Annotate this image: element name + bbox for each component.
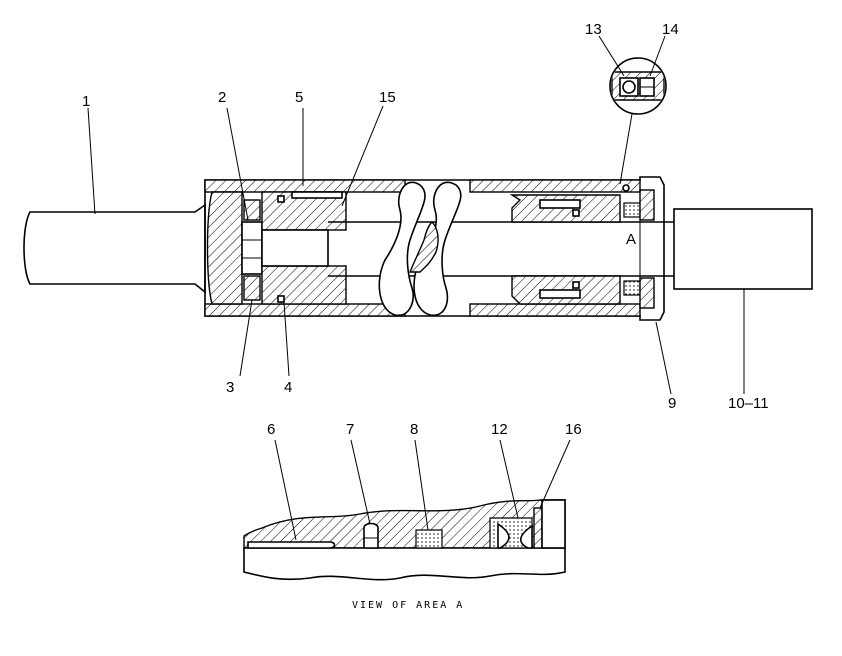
label-4: 4 [284, 379, 292, 396]
detail-circle [609, 57, 667, 185]
label-3: 3 [226, 379, 234, 396]
label-15: 15 [379, 89, 396, 106]
barrel-wall-top [204, 179, 406, 193]
mounting-stub [23, 203, 206, 294]
detail-ring-8 [415, 529, 443, 549]
label-12: 12 [491, 421, 508, 438]
part-labels: 1 2 5 15 13 14 3 4 9 10–11 6 7 8 12 16 [82, 21, 769, 438]
break-curve-3 [408, 221, 439, 273]
area-a-section [243, 499, 566, 549]
rear-head [206, 191, 243, 305]
piston-bore [261, 229, 329, 267]
area-a-label: A [626, 231, 636, 248]
rod-extension [673, 208, 813, 290]
barrel-wall-top-right [469, 179, 641, 193]
label-2: 2 [218, 89, 226, 106]
label-13: 13 [585, 21, 602, 38]
barrel-wall-bottom [204, 303, 406, 317]
piston-bottom [261, 265, 347, 305]
label-5: 5 [295, 89, 303, 106]
area-a-detail [243, 439, 571, 581]
detail-ring-7 [363, 522, 379, 549]
break-curve-1 [378, 181, 426, 316]
label-1: 1 [82, 93, 90, 110]
piston-rod [328, 221, 645, 277]
detail-wiper-16 [533, 507, 543, 549]
piston-nut [241, 221, 263, 275]
leader-lines [87, 35, 745, 395]
label-8: 8 [410, 421, 418, 438]
wiper-seal-top [623, 202, 641, 218]
wiper-seal-bottom [623, 280, 641, 296]
area-a-caption: VIEW OF AREA A [352, 600, 464, 611]
washer [243, 199, 261, 221]
label-10-11: 10–11 [728, 395, 769, 412]
area-a-base [243, 547, 566, 581]
label-9: 9 [668, 395, 676, 412]
detail-seal-6 [247, 541, 336, 549]
piston-seal-bottom [277, 295, 285, 303]
piston-seal-top [291, 191, 343, 199]
cylinder-assembly: A [23, 176, 813, 321]
barrel-wall-bottom-right [469, 303, 641, 317]
label-6: 6 [267, 421, 275, 438]
label-14: 14 [662, 21, 679, 38]
label-7: 7 [346, 421, 354, 438]
label-16: 16 [565, 421, 582, 438]
